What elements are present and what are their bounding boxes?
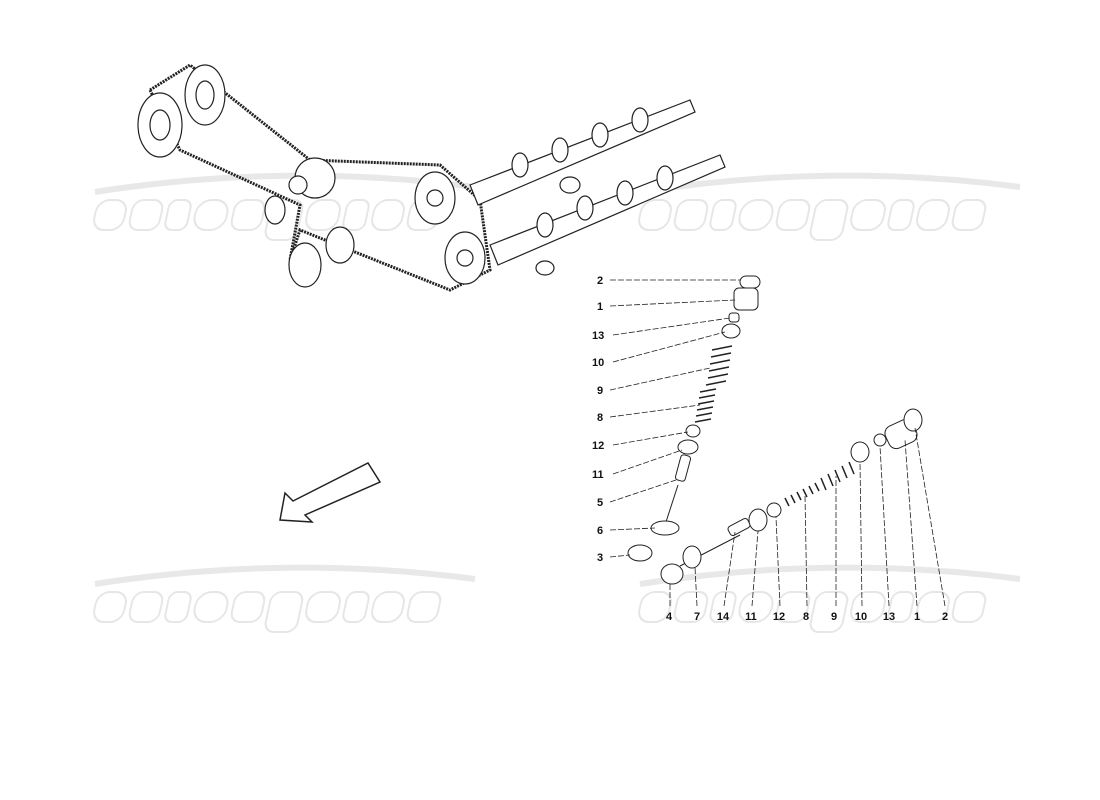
- part-label: 9: [831, 611, 837, 623]
- watermark-4: [635, 568, 1020, 632]
- watermark-2: [635, 176, 1020, 240]
- part-label: 6: [597, 525, 603, 537]
- part-label: 10: [592, 357, 604, 369]
- part-label: 9: [597, 385, 603, 397]
- part-label: 12: [773, 611, 785, 623]
- horizontal-valve-parts: [660, 408, 923, 585]
- leader-lines: [609, 279, 946, 607]
- part-label: 10: [855, 611, 867, 623]
- part-label: 14: [717, 611, 730, 623]
- watermarks: [90, 176, 1020, 632]
- part-label: 11: [592, 469, 604, 481]
- vertical-part-labels: 2 1 13 10 9 8 12 11 5 6 3: [592, 275, 604, 564]
- part-label: 8: [803, 611, 809, 623]
- part-label: 12: [592, 440, 604, 452]
- part-label: 5: [597, 497, 603, 509]
- part-label: 13: [883, 611, 895, 623]
- watermark-3: [90, 568, 475, 632]
- part-label: 11: [745, 611, 757, 623]
- part-label: 7: [694, 611, 700, 623]
- part-label: 13: [592, 330, 604, 342]
- part-label: 2: [942, 611, 948, 623]
- part-label: 1: [914, 611, 920, 623]
- part-label: 8: [597, 412, 603, 424]
- part-label: 2: [597, 275, 603, 287]
- timing-belt-assembly: [137, 63, 726, 292]
- part-label: 1: [597, 301, 603, 313]
- horizontal-part-labels: 4 7 14 11 12 8 9 10 13 1 2: [666, 611, 948, 623]
- arrow-down-left-icon: [279, 462, 382, 523]
- part-label: 3: [597, 552, 603, 564]
- vertical-valve-parts: [627, 275, 761, 562]
- part-label: 4: [666, 611, 673, 623]
